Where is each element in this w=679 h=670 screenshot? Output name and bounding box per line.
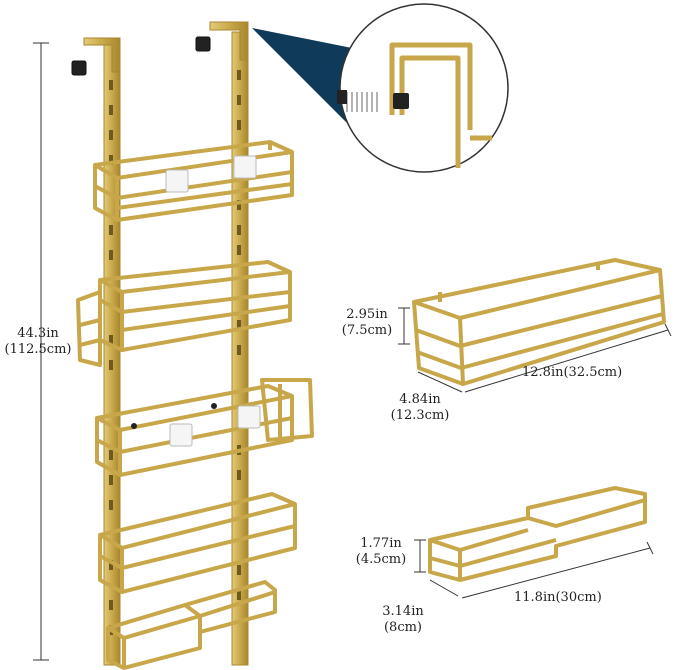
large-basket-depth-imperial: 4.84in	[399, 392, 441, 407]
small-basket-width-value: 11.8in(30cm)	[514, 590, 602, 605]
right-door-hook	[195, 21, 249, 61]
large-basket-height-label: 2.95in (7.5cm)	[336, 307, 398, 339]
basket-2	[76, 260, 292, 367]
small-basket-depth-imperial: 3.14in	[382, 604, 424, 619]
basket-3	[95, 378, 314, 477]
large-basket-diagram	[398, 258, 672, 393]
small-basket-width-label: 11.8in(30cm)	[514, 590, 602, 606]
total-height-imperial: 44.3in	[17, 326, 59, 341]
total-height-metric: (112.5cm)	[4, 342, 72, 357]
left-door-hook	[71, 37, 121, 76]
small-basket-diagram	[414, 486, 654, 599]
basket-5	[106, 580, 277, 670]
large-basket-depth-label: 4.84in (12.3cm)	[386, 392, 454, 424]
hook-detail-magnifier	[252, 3, 509, 173]
small-basket-depth-metric: (8cm)	[383, 620, 423, 635]
large-basket-width-label: 12.8in(32.5cm)	[522, 365, 622, 381]
basket-3-hooks	[169, 405, 261, 447]
basket-1	[93, 140, 294, 222]
small-basket-depth-label: 3.14in (8cm)	[372, 604, 434, 636]
basket-1-hooks	[165, 155, 257, 193]
total-height-label: 44.3in (112.5cm)	[0, 326, 76, 358]
large-basket-depth-metric: (12.3cm)	[390, 408, 450, 423]
large-basket-height-imperial: 2.95in	[346, 307, 388, 322]
large-basket-height-metric: (7.5cm)	[341, 323, 393, 338]
basket-4	[98, 492, 297, 594]
small-basket-height-imperial: 1.77in	[360, 536, 402, 551]
left-rail	[103, 44, 121, 666]
small-basket-height-metric: (4.5cm)	[355, 552, 407, 567]
large-basket-width-value: 12.8in(32.5cm)	[522, 365, 623, 380]
right-rail	[231, 31, 249, 666]
total-height-dimension-line	[33, 42, 49, 661]
small-basket-height-label: 1.77in (4.5cm)	[350, 536, 412, 568]
